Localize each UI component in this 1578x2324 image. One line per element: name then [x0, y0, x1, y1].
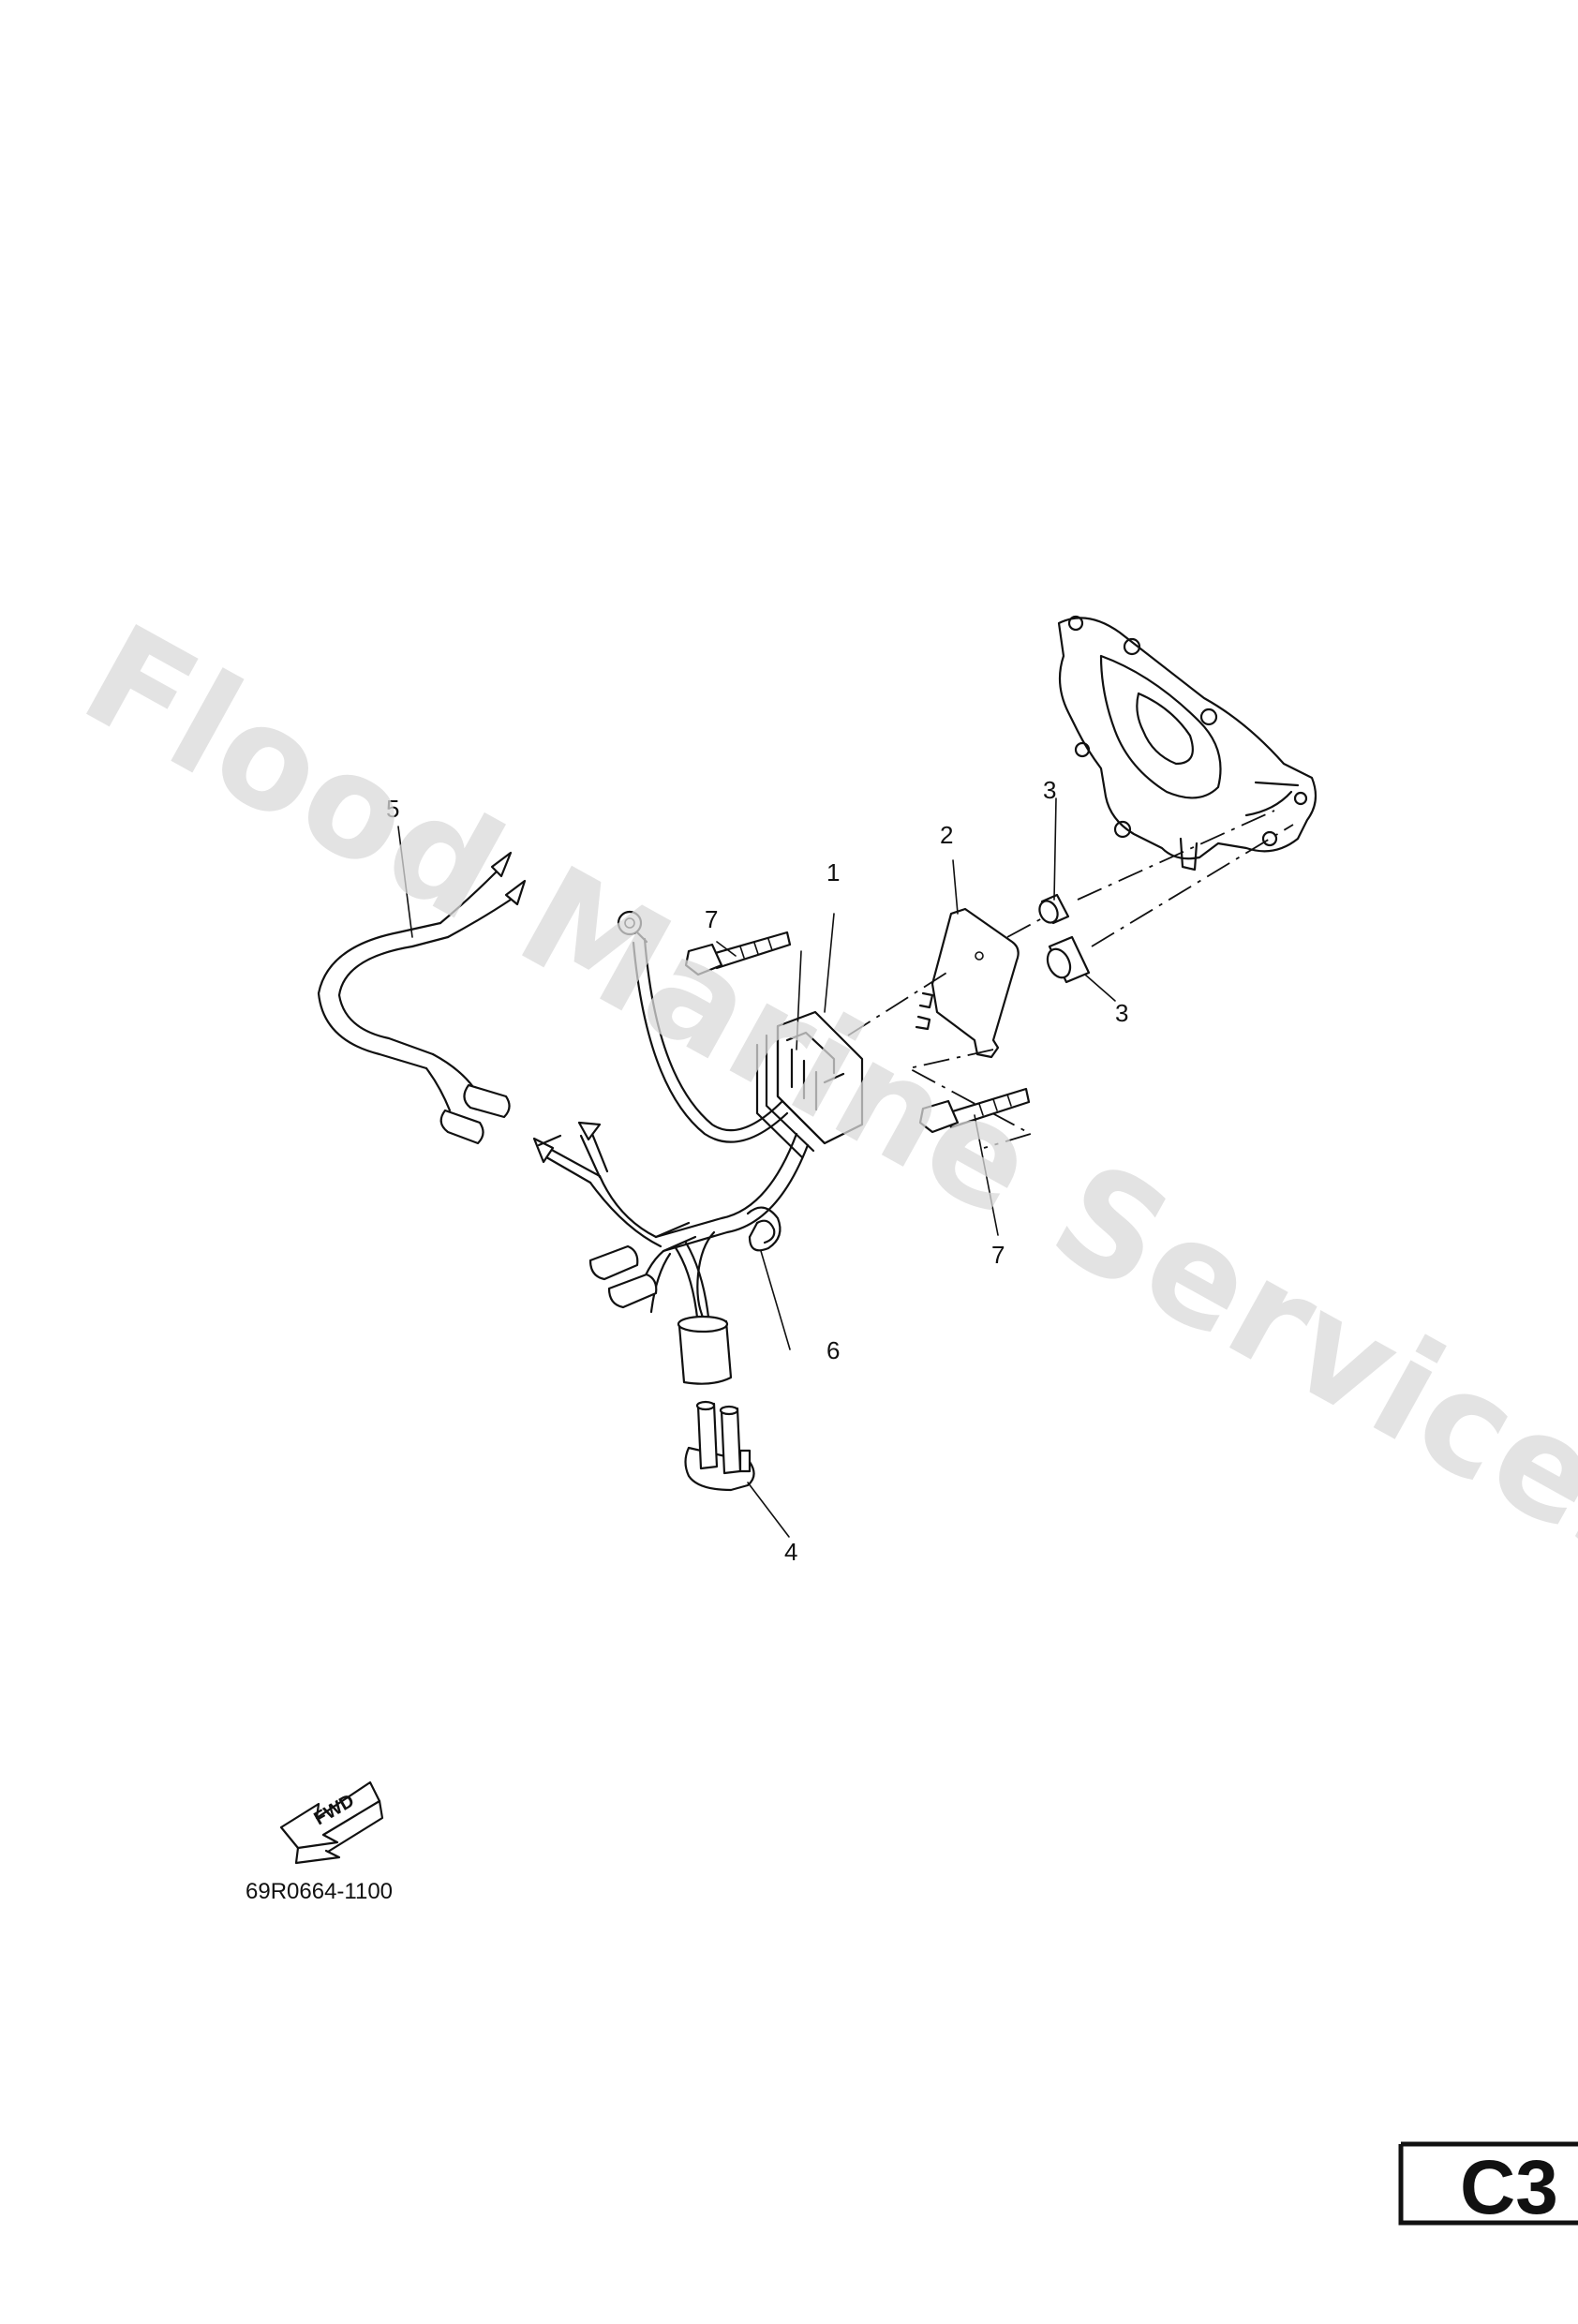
leader-lines — [397, 797, 1116, 1538]
part-label-7-lower: 7 — [991, 1241, 1005, 1269]
page-code-box: C3 — [1398, 2141, 1578, 2230]
assembly-centerlines — [796, 810, 1294, 1149]
watermark: Flood Marine Services — [59, 594, 1578, 1605]
rectifier-regulator — [755, 1010, 864, 1159]
regulator-bracket — [915, 907, 1020, 1059]
fwd-arrow: FWD — [279, 1780, 384, 1865]
regulator-harness — [532, 1121, 810, 1328]
part-label-2: 2 — [940, 821, 953, 849]
part-label-4: 4 — [784, 1538, 797, 1566]
bolt-lower — [918, 1087, 1031, 1134]
part-label-3-lower: 3 — [1115, 999, 1128, 1027]
page-code: C3 — [1460, 2145, 1558, 2230]
connector-holder — [684, 1400, 755, 1492]
bolt-upper — [684, 931, 792, 976]
part-label-6: 6 — [826, 1336, 840, 1364]
wire-clip — [746, 1206, 782, 1252]
collar-upper — [1038, 893, 1070, 925]
drawing-number: 69R0664-1100 — [246, 1879, 393, 1904]
engine-cover-plate — [1057, 615, 1317, 872]
part-label-3-upper: 3 — [1043, 776, 1056, 804]
wire-harness — [317, 851, 527, 1145]
capacitor — [677, 1230, 733, 1385]
part-labels: 1 2 3 3 4 5 6 7 7 — [386, 776, 1128, 1566]
collar-lower — [1046, 935, 1091, 984]
part-label-5: 5 — [386, 795, 399, 823]
part-label-1: 1 — [826, 858, 840, 886]
ground-wire — [617, 910, 789, 1143]
part-label-7-upper: 7 — [705, 905, 718, 933]
